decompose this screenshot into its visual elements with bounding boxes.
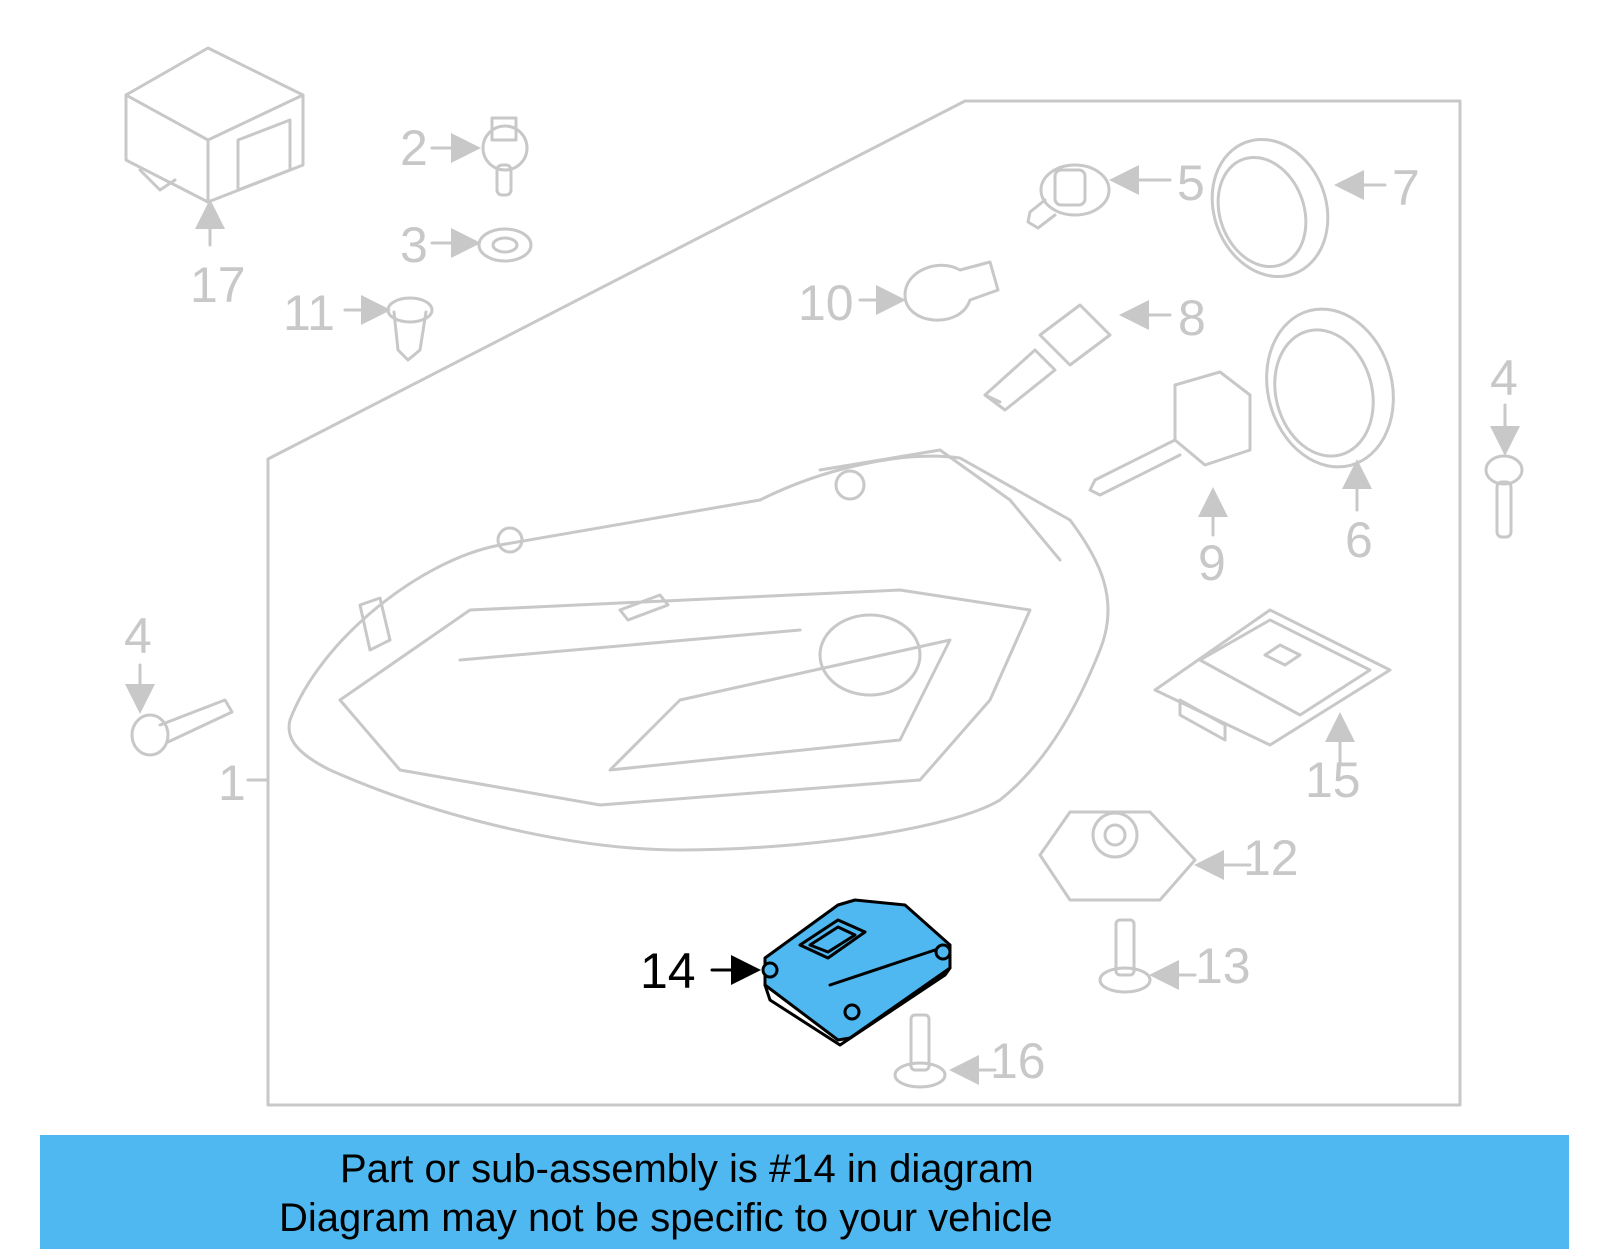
callout-15[interactable]: 15	[1305, 752, 1361, 808]
callout-16[interactable]: 16	[990, 1033, 1046, 1089]
part-15-control-unit-icon	[1153, 608, 1392, 747]
callout-9[interactable]: 9	[1198, 535, 1226, 591]
part-5-bulb-icon	[1026, 163, 1111, 230]
assembly-frame	[266, 99, 1462, 1107]
callout-4-left[interactable]: 4	[124, 608, 152, 664]
part-14-ballast-module-icon	[761, 898, 952, 1047]
info-banner: Part or sub-assembly is #14 in diagram D…	[40, 1135, 1569, 1249]
part-8-bulb-icon	[983, 303, 1112, 412]
banner-line-part: Part or sub-assembly is #14 in diagram	[340, 1147, 1034, 1191]
callout-1[interactable]: 1	[218, 755, 246, 811]
callout-11[interactable]: 11	[283, 285, 335, 341]
part-7-cap-icon	[1210, 137, 1330, 279]
part-1-headlamp-icon	[287, 448, 1110, 852]
callout-7[interactable]: 7	[1392, 160, 1420, 216]
part-9-xenon-bulb-icon	[1088, 370, 1252, 497]
part-4-right-bolt-icon	[1484, 454, 1524, 539]
part-16-screw-icon	[893, 1013, 947, 1089]
callout-13[interactable]: 13	[1195, 938, 1251, 994]
part-3-nut-icon	[477, 227, 533, 263]
callout-4-right[interactable]: 4	[1490, 350, 1518, 406]
callout-5[interactable]: 5	[1177, 155, 1205, 211]
part-13-screw-icon	[1098, 918, 1152, 994]
part-10-bulb-icon	[903, 260, 1000, 322]
part-11-clip-icon	[386, 296, 434, 362]
callout-3[interactable]: 3	[400, 217, 428, 273]
part-12-igniter-icon	[1038, 810, 1197, 902]
callout-10[interactable]: 10	[798, 275, 854, 331]
callout-6[interactable]: 6	[1345, 512, 1373, 568]
callout-2[interactable]: 2	[400, 120, 428, 176]
callout-12[interactable]: 12	[1243, 830, 1299, 886]
part-4-left-bolt-icon	[130, 698, 234, 757]
part-2-bolt-icon	[481, 116, 529, 197]
callout-14[interactable]: 14	[640, 943, 696, 999]
part-6-cap-icon	[1265, 307, 1395, 469]
callout-8[interactable]: 8	[1178, 290, 1206, 346]
part-17-module-icon	[124, 46, 305, 204]
callout-17[interactable]: 17	[190, 257, 246, 313]
banner-line-disclaimer: Diagram may not be specific to your vehi…	[279, 1196, 1053, 1240]
